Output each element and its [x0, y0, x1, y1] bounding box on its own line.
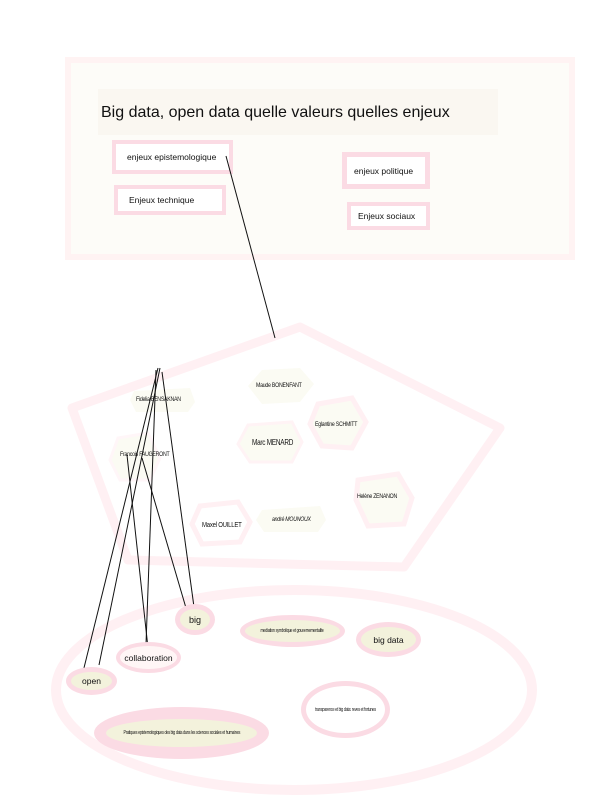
map-title: Big data, open data quelle valeurs quell…	[98, 89, 498, 135]
person-bensaknan[interactable]: Fidelia BENSAKNAN	[136, 396, 181, 403]
topic-big-label: big	[188, 614, 201, 625]
link-epistemologique	[225, 155, 276, 339]
topic-big-data-label: big data	[373, 634, 404, 645]
enjeux-politique-node[interactable]: enjeux politique	[342, 152, 430, 189]
person-ouillet[interactable]: Maxel OUILLET	[202, 520, 242, 529]
person-mounoux[interactable]: andré MOUNOUX	[272, 516, 311, 523]
enjeux-technique-node[interactable]: Enjeux technique	[114, 185, 226, 215]
link-bensaknan-open-a	[81, 367, 159, 677]
person-schmitt[interactable]: Eglantine SCHMITT	[315, 421, 358, 428]
topic-big-data[interactable]: big data	[356, 622, 421, 657]
link-bensaknan-big	[161, 371, 195, 608]
person-shape-bensaknan	[130, 388, 195, 412]
topic-transparence[interactable]: transparence et big data: reves et fortu…	[301, 681, 390, 738]
person-shape-bonenfant	[248, 368, 314, 404]
person-shape-gingras	[108, 431, 162, 482]
topic-mediation[interactable]: mediation symbolique et gouvernementalit…	[240, 615, 345, 647]
enjeux-sociaux-node[interactable]: Enjeux sociaux	[347, 202, 430, 230]
topic-collaboration-label: collaboration	[124, 652, 173, 663]
topic-mediation-label: mediation symbolique et gouvernementalit…	[260, 628, 325, 634]
person-shape-menard	[236, 420, 304, 464]
topic-transparence-label: transparence et big data: reves et fortu…	[315, 706, 376, 713]
topic-collaboration[interactable]: collaboration	[116, 642, 181, 673]
person-shape-zenanon	[353, 471, 415, 529]
topic-big[interactable]: big	[175, 604, 215, 635]
topic-epistemologie[interactable]: Pratiques epistemologiques des big data …	[94, 707, 269, 759]
enjeux-epistemologique-node[interactable]: enjeux epistemologique	[112, 140, 233, 174]
person-gingras[interactable]: Francois FAUGERONT	[120, 451, 170, 458]
link-gingras-collab	[126, 454, 149, 649]
person-shape-ouillet	[189, 499, 253, 547]
connector-lines	[81, 155, 276, 677]
link-bensaknan-open-b	[98, 367, 161, 666]
topic-epistemologie-label: Pratiques epistemologiques des big data …	[123, 730, 240, 736]
person-menard[interactable]: Marc MENARD	[252, 438, 294, 447]
topic-open-label: open	[82, 676, 101, 686]
topic-open[interactable]: open	[66, 667, 117, 695]
person-zenanon[interactable]: Helène ZENANON	[357, 493, 397, 500]
person-shape-mounoux	[256, 506, 326, 532]
link-bensaknan-collab	[145, 369, 157, 645]
link-gingras-big	[141, 457, 187, 609]
person-shape-schmitt	[307, 395, 369, 451]
person-bonenfant[interactable]: Maude BONENFANT	[256, 382, 302, 389]
